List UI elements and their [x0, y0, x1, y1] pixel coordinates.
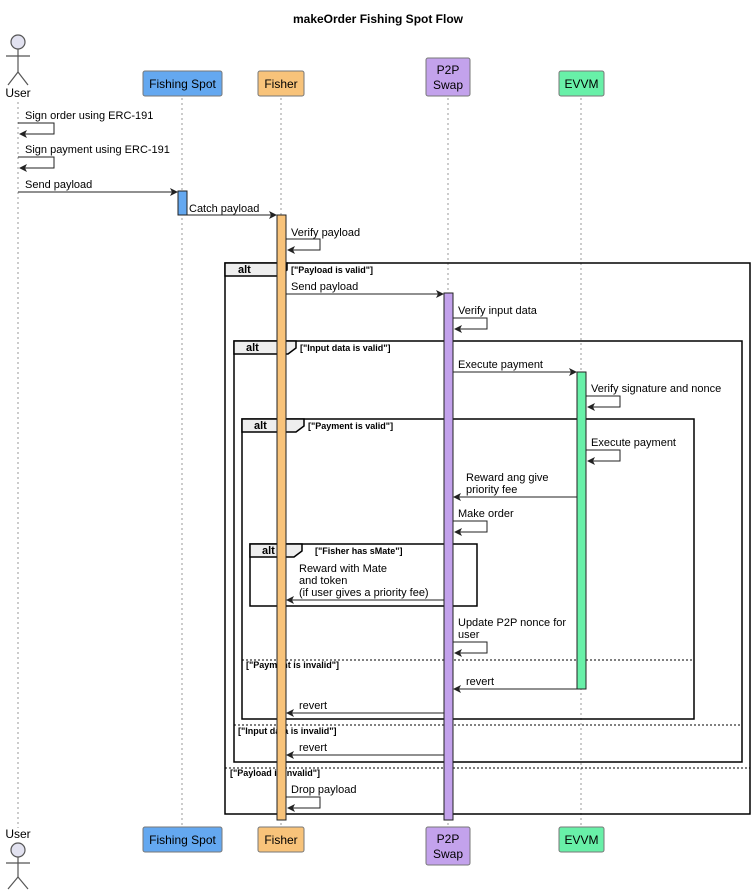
- self-arrow: [453, 641, 488, 657]
- message-label: Sign order using ERC-191: [25, 110, 153, 122]
- participant-label: User: [5, 86, 30, 100]
- message-label: Execute payment: [458, 359, 543, 371]
- message-label: Send payload: [291, 281, 358, 293]
- activation-p2p-swap: [443, 292, 454, 821]
- participant-label: P2P: [437, 63, 460, 77]
- else-guard: ["Payment is invalid"]: [246, 660, 339, 670]
- message-label: priority fee: [466, 484, 517, 496]
- participant-p2p-swap-top: P2P Swap: [425, 57, 471, 97]
- diagram-title: makeOrder Fishing Spot Flow: [293, 12, 464, 26]
- message-label: Update P2P nonce for: [458, 617, 566, 629]
- actor-icon: [6, 842, 30, 890]
- message-label: Drop payload: [291, 784, 356, 796]
- message-label: Sign payment using ERC-191: [25, 144, 170, 156]
- participant-label: Swap: [433, 78, 463, 92]
- participant-label: EVVM: [564, 833, 598, 847]
- self-arrow: [286, 238, 321, 254]
- activation-evvm: [576, 371, 587, 690]
- actor-icon: [6, 34, 30, 86]
- participant-fishing-spot-bottom: Fishing Spot: [142, 826, 223, 853]
- message-label: Send payload: [25, 179, 92, 191]
- self-arrow: [286, 796, 321, 812]
- activation-fishing-spot: [177, 190, 188, 216]
- message-label: Reward with Mate: [299, 563, 387, 575]
- alt-frame-input-data: alt ["Input data is valid"] ["Input data…: [233, 340, 743, 763]
- frame-keyword: alt: [262, 545, 275, 557]
- activation-fisher: [276, 214, 287, 821]
- participant-evvm-bottom: EVVM: [558, 826, 605, 853]
- self-arrow: [18, 122, 55, 138]
- alt-frame-payment: alt ["Payment is valid"] ["Payment is in…: [241, 418, 695, 720]
- message-label: Verify input data: [458, 305, 538, 317]
- self-arrow: [18, 156, 55, 172]
- message-label: Reward ang give: [466, 472, 549, 484]
- frame-keyword: alt: [238, 264, 251, 276]
- else-guard: ["Payload is invalid"]: [230, 768, 320, 778]
- self-arrow: [586, 449, 621, 465]
- participant-fishing-spot-top: Fishing Spot: [142, 70, 223, 97]
- frame-guard: ["Fisher has sMate"]: [315, 546, 403, 556]
- participant-label: Swap: [433, 847, 463, 861]
- participant-label: EVVM: [564, 77, 598, 91]
- self-arrow: [586, 395, 621, 411]
- message-label: Execute payment: [591, 437, 676, 449]
- frame-guard: ["Payment is valid"]: [308, 421, 393, 431]
- participant-fisher-bottom: Fisher: [257, 826, 305, 853]
- participant-label: Fishing Spot: [149, 77, 216, 91]
- frame-keyword: alt: [254, 420, 267, 432]
- frame-keyword: alt: [246, 342, 259, 354]
- participant-evvm-top: EVVM: [558, 70, 605, 97]
- message-label: (if user gives a priority fee): [299, 587, 429, 599]
- participant-user-top: User: [5, 34, 31, 100]
- message-label: Verify payload: [291, 227, 360, 239]
- participant-label: Fisher: [264, 833, 297, 847]
- message-label: user: [458, 629, 480, 641]
- participant-label: User: [5, 827, 30, 841]
- participant-label: P2P: [437, 832, 460, 846]
- participant-label: Fisher: [264, 77, 297, 91]
- alt-frame-payload: alt ["Payload is valid"] ["Payload is in…: [224, 262, 751, 815]
- frame-guard: ["Input data is valid"]: [300, 343, 391, 353]
- else-guard: ["Input data is invalid"]: [238, 726, 337, 736]
- message-label: revert: [466, 676, 494, 688]
- frame-guard: ["Payload is valid"]: [291, 265, 373, 275]
- message-label: Catch payload: [189, 203, 259, 215]
- self-arrow: [453, 317, 488, 333]
- self-arrow: [453, 520, 488, 536]
- message-label: revert: [299, 700, 327, 712]
- message-label: revert: [299, 742, 327, 754]
- message-label: Make order: [458, 508, 514, 520]
- message-label: and token: [299, 575, 347, 587]
- alt-frame-fisher-smate: alt ["Fisher has sMate"]: [249, 543, 478, 607]
- participant-p2p-swap-bottom: P2P Swap: [425, 826, 471, 866]
- participant-fisher-top: Fisher: [257, 70, 305, 97]
- participant-label: Fishing Spot: [149, 833, 216, 847]
- message-label: Verify signature and nonce: [591, 383, 721, 395]
- participant-user-bottom: User: [5, 827, 31, 890]
